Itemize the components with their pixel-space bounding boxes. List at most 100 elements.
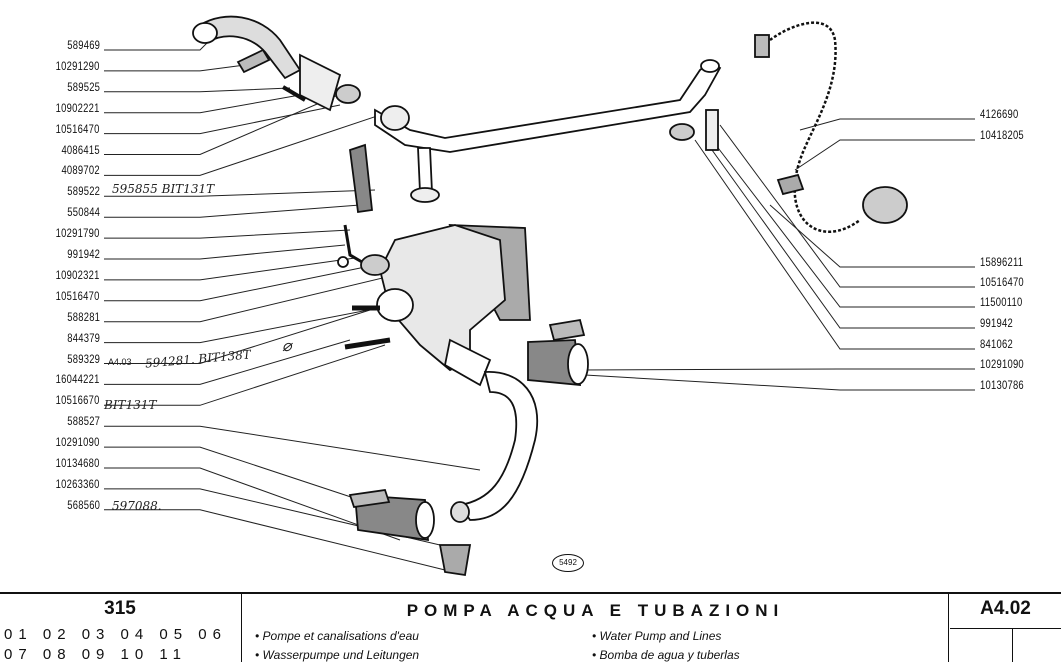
lower-hose-end: [450, 501, 470, 523]
part-label-left: 588527: [67, 416, 100, 429]
leader-line: [799, 118, 975, 131]
part-label-right: 991942: [980, 318, 1013, 330]
page-reference: A4.02: [980, 598, 1031, 619]
annotation-589329-ref: A4.03: [108, 357, 132, 367]
exploded-view-drawing: [104, 15, 975, 577]
page-title: POMPA ACQUA E TUBAZIONI: [406, 601, 785, 620]
part-label-left: 10291090: [56, 437, 100, 450]
part-label-left: 568560: [67, 499, 100, 512]
pipe-flange: [380, 105, 410, 131]
leader-line: [711, 139, 975, 308]
title-english: • Water Pump and Lines: [592, 629, 722, 643]
leader-line: [104, 299, 421, 344]
leader-line: [104, 309, 371, 364]
thermostat: [335, 84, 361, 104]
pump-outlet-neck: [443, 338, 492, 387]
variant-codes-row-2: 07 08 09 10 11: [4, 646, 187, 662]
part-label-left: 4089702: [61, 165, 100, 178]
leader-line: [584, 374, 975, 391]
lower-hose: [458, 371, 539, 521]
part-label-right: 841062: [980, 339, 1013, 351]
leader-line: [104, 39, 211, 51]
divider: [948, 594, 949, 662]
leader-line: [104, 87, 291, 93]
drain-clamp: [348, 489, 391, 508]
temperature-gauge: [862, 186, 908, 224]
part-label-left: 4086415: [61, 144, 100, 157]
leader-line: [104, 64, 246, 72]
part-label-left: 10516670: [56, 395, 100, 408]
sender-gasket: [669, 123, 695, 141]
title-block: 315 01 02 03 04 05 06 07 08 09 10 11 POM…: [0, 592, 1061, 662]
leader-line: [694, 139, 975, 350]
hose-clamp: [236, 48, 271, 74]
sender-fitting: [705, 109, 719, 151]
part-label-left: 10291290: [56, 60, 100, 73]
leader-line: [104, 94, 301, 114]
cable-clip: [776, 173, 805, 196]
part-label-left: 844379: [67, 332, 100, 345]
short-hose: [527, 339, 582, 387]
part-label-left: 589329: [67, 353, 100, 366]
leader-line: [104, 264, 376, 302]
washer: [337, 256, 349, 268]
pipe-end: [700, 59, 720, 73]
leader-line: [769, 204, 975, 268]
leader-line: [104, 91, 346, 155]
upper-hose: [198, 15, 302, 80]
part-label-left: 588281: [67, 311, 100, 324]
leader-line: [104, 204, 361, 218]
leader-line: [104, 425, 481, 471]
leader-line: [104, 109, 396, 176]
model-number: 315: [104, 598, 136, 619]
leader-line: [104, 339, 351, 385]
leader-line: [579, 368, 975, 371]
drain-tap: [438, 544, 472, 577]
leader-line: [711, 149, 975, 329]
leader-line: [104, 189, 376, 197]
part-label-right: 15896211: [980, 257, 1024, 269]
title-french: • Pompe et canalisations d'eau: [255, 629, 419, 643]
divider: [241, 594, 242, 662]
part-label-left: 10516470: [56, 290, 100, 303]
crossed-circle-mark: ⌀: [282, 336, 292, 355]
title-german: • Wasserpumpe und Leitungen: [255, 648, 420, 662]
part-label-left: 10516470: [56, 123, 100, 136]
pipe-branch: [417, 147, 433, 193]
temp-sender: [754, 34, 770, 58]
metal-coolant-pipe: [374, 60, 722, 153]
bypass-pipe: [343, 224, 363, 264]
part-label-left: 16044221: [56, 374, 100, 387]
pump-small-flange: [360, 254, 390, 276]
reference-box: [950, 628, 1061, 662]
part-label-left: 589522: [67, 186, 100, 199]
leader-line: [104, 274, 396, 323]
short-hose-end: [567, 343, 589, 385]
hose-clamp-right: [548, 318, 586, 342]
part-label-left: 10263360: [56, 478, 100, 491]
pump-hub: [376, 288, 414, 322]
pump-bolt: [344, 337, 391, 350]
leader-line: [104, 344, 386, 406]
part-label-left: 550844: [67, 207, 100, 220]
part-label-left: 991942: [67, 249, 100, 261]
annotation-568560: 597088.: [112, 499, 162, 513]
part-label-right: 10291090: [980, 359, 1024, 371]
part-label-left: 589469: [67, 40, 100, 52]
part-label-left: 10902221: [56, 102, 100, 115]
drain-hose-end: [415, 501, 435, 539]
part-label-right: 11500110: [980, 297, 1023, 309]
title-spanish: • Bomba de agua y tuberlas: [592, 648, 740, 662]
branch-flange: [410, 187, 440, 203]
leader-line: [104, 509, 446, 571]
bolt: [281, 85, 307, 102]
annotation-589522: 595855 BIT131T: [112, 182, 215, 196]
figure-number-badge: 5492: [552, 554, 584, 572]
part-label-right: 10516470: [980, 277, 1024, 289]
annotation-10516670: BIT131T: [104, 398, 157, 412]
part-label-left: 589525: [67, 81, 100, 94]
variant-codes-row-1: 01 02 03 04 05 06: [4, 626, 227, 643]
leader-line: [104, 244, 346, 260]
leader-line: [104, 257, 356, 281]
